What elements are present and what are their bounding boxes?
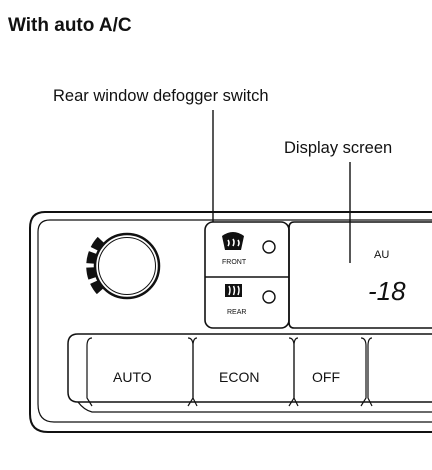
rear-window-defog-icon — [225, 284, 242, 297]
button-row-frame — [67, 333, 432, 403]
rear-indicator-light — [262, 290, 276, 304]
off-button-label: OFF — [312, 369, 340, 385]
display-frame — [288, 221, 432, 329]
fan-speed-knob[interactable] — [86, 232, 161, 300]
off-button[interactable]: OFF — [293, 337, 367, 407]
defroster-switch-frame — [204, 221, 290, 329]
next-button-partial[interactable] — [367, 337, 373, 407]
display-temp-readout: -18 — [368, 276, 406, 306]
front-defroster-button[interactable]: FRONT — [222, 232, 276, 266]
button-row-bottom-lip — [77, 401, 432, 413]
knob-outer-ring — [93, 232, 161, 300]
callout-rear-defogger: Rear window defogger switch — [53, 87, 269, 105]
front-label: FRONT — [222, 259, 247, 266]
panel-inner-bezel — [37, 219, 432, 423]
panel-bezel — [29, 211, 432, 433]
rear-defogger-button[interactable]: REAR — [225, 284, 276, 316]
rear-label: REAR — [227, 309, 246, 316]
display-mode-text: AU — [374, 249, 389, 261]
front-indicator-light — [262, 240, 276, 254]
knob-inner-ring — [98, 237, 156, 295]
display-screen: AU -18 — [288, 221, 432, 329]
auto-button[interactable]: AUTO — [86, 337, 194, 407]
knob-level-indicator — [86, 236, 105, 296]
auto-button-label: AUTO — [113, 369, 152, 385]
heading: With auto A/C — [8, 15, 132, 36]
button-row: AUTO ECON OFF — [67, 333, 432, 413]
windshield-defrost-icon — [222, 232, 244, 250]
econ-button-label: ECON — [219, 369, 259, 385]
callout-display-screen: Display screen — [284, 139, 392, 157]
econ-button[interactable]: ECON — [192, 337, 295, 407]
